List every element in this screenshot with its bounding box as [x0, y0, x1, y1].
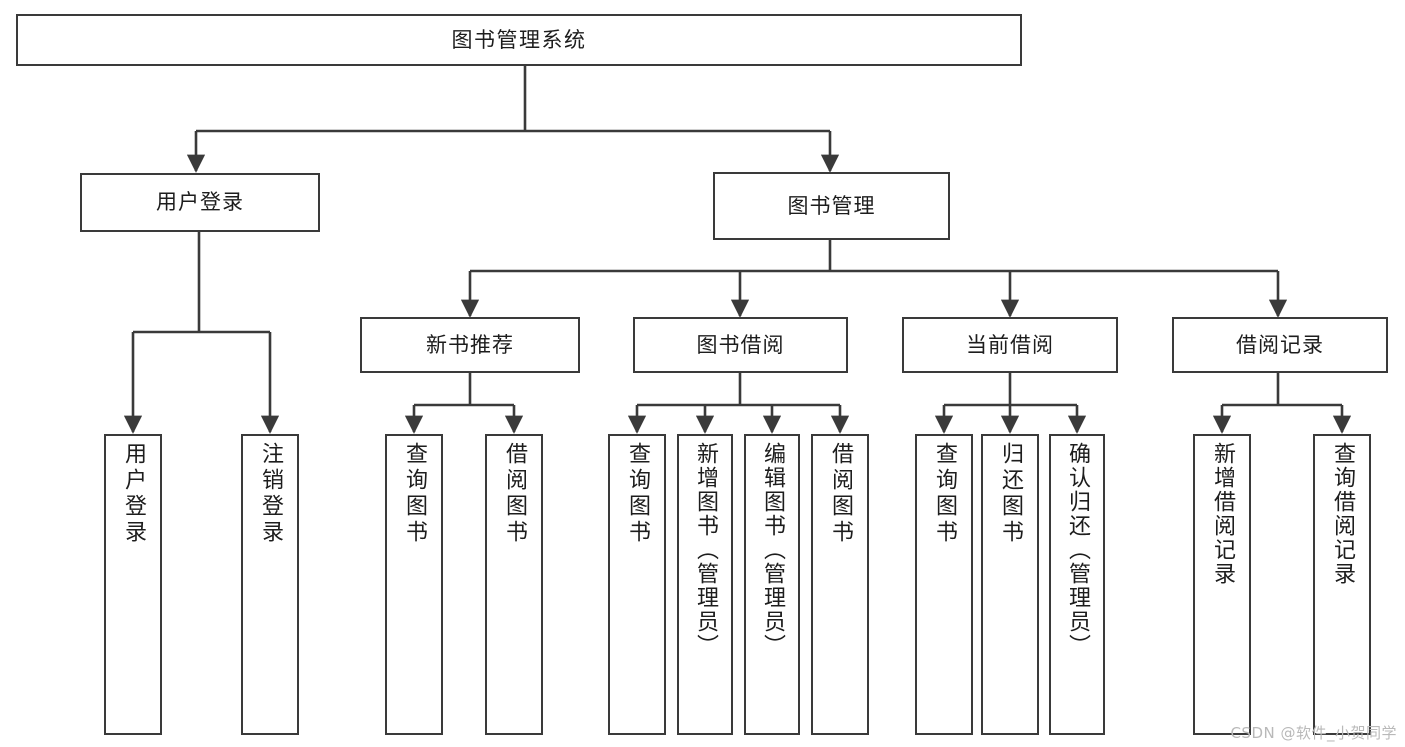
node-new-book-recommend-label: 新书推荐	[426, 332, 514, 357]
node-leaf-borrow-book-nb[interactable]: 借阅图书	[485, 434, 543, 735]
node-leaf-query-book-nb-label: 查询图书	[402, 442, 427, 546]
node-leaf-query-book-cb-label: 查询图书	[932, 442, 957, 546]
node-new-book-recommend[interactable]: 新书推荐	[360, 317, 580, 373]
node-leaf-logout[interactable]: 注销登录	[241, 434, 299, 735]
node-user-login[interactable]: 用户登录	[80, 173, 320, 232]
node-root-system[interactable]: 图书管理系统	[16, 14, 1022, 66]
node-leaf-user-login[interactable]: 用户登录	[104, 434, 162, 735]
node-leaf-return-book[interactable]: 归还图书	[981, 434, 1039, 735]
node-leaf-add-book-admin[interactable]: 新增图书（管理员）	[677, 434, 733, 735]
node-leaf-user-login-label: 用户登录	[121, 442, 146, 546]
watermark-text: CSDN @软件_小贺同学	[1230, 724, 1397, 742]
node-leaf-add-borrow-record[interactable]: 新增借阅记录	[1193, 434, 1251, 735]
node-book-borrow[interactable]: 图书借阅	[633, 317, 848, 373]
node-leaf-add-borrow-record-label: 新增借阅记录	[1210, 442, 1235, 586]
node-leaf-query-borrow-record-label: 查询借阅记录	[1330, 442, 1355, 586]
node-leaf-query-borrow-record[interactable]: 查询借阅记录	[1313, 434, 1371, 735]
node-leaf-query-book-bb[interactable]: 查询图书	[608, 434, 666, 735]
node-leaf-return-book-label: 归还图书	[998, 442, 1023, 546]
node-leaf-logout-label: 注销登录	[258, 442, 283, 546]
node-borrow-records-label: 借阅记录	[1236, 332, 1324, 357]
node-leaf-confirm-return-admin-label: 确认归还（管理员）	[1065, 442, 1090, 658]
node-leaf-borrow-book-bb[interactable]: 借阅图书	[811, 434, 869, 735]
node-leaf-add-book-admin-label: 新增图书（管理员）	[693, 442, 718, 658]
node-book-management-label: 图书管理	[787, 193, 876, 218]
node-current-borrow[interactable]: 当前借阅	[902, 317, 1118, 373]
node-root-system-label: 图书管理系统	[451, 27, 587, 52]
node-book-borrow-label: 图书借阅	[696, 332, 785, 357]
node-leaf-edit-book-admin-label: 编辑图书（管理员）	[760, 442, 785, 658]
node-book-management[interactable]: 图书管理	[713, 172, 950, 240]
node-current-borrow-label: 当前借阅	[966, 332, 1054, 357]
node-leaf-borrow-book-nb-label: 借阅图书	[502, 442, 527, 546]
node-leaf-query-book-bb-label: 查询图书	[625, 442, 650, 546]
node-leaf-borrow-book-bb-label: 借阅图书	[828, 442, 853, 546]
node-leaf-confirm-return-admin[interactable]: 确认归还（管理员）	[1049, 434, 1105, 735]
node-leaf-query-book-nb[interactable]: 查询图书	[385, 434, 443, 735]
node-user-login-label: 用户登录	[156, 190, 244, 215]
node-borrow-records[interactable]: 借阅记录	[1172, 317, 1388, 373]
node-leaf-edit-book-admin[interactable]: 编辑图书（管理员）	[744, 434, 800, 735]
node-leaf-query-book-cb[interactable]: 查询图书	[915, 434, 973, 735]
